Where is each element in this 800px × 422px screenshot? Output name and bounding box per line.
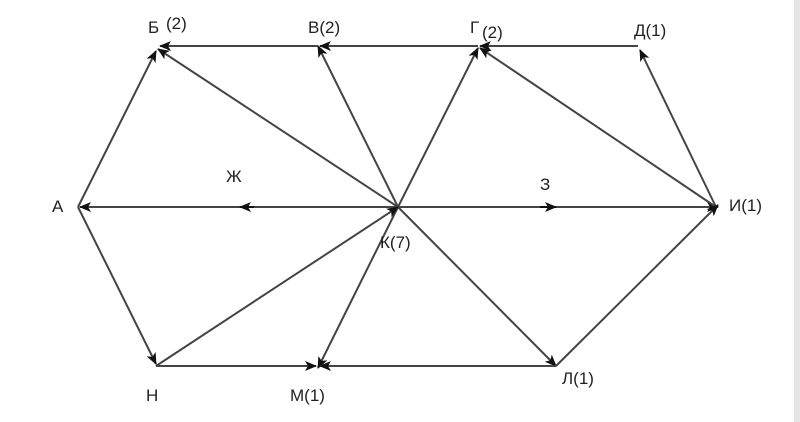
- edge-k-g: [397, 47, 479, 208]
- edge-n-k: [155, 206, 399, 367]
- label-g: Г: [470, 18, 479, 37]
- label-m: М(1): [290, 386, 325, 405]
- edge-k-m: [317, 206, 399, 369]
- edge-a-b: [77, 50, 157, 208]
- node-labels: А Б (2) В(2) Г (2) Д(1) И(1) К(7) Ж З Н …: [52, 14, 762, 405]
- edge-i-g: [479, 47, 717, 208]
- edge-l-i: [555, 204, 719, 367]
- label-z: З: [540, 175, 550, 194]
- label-v: В(2): [308, 18, 340, 37]
- edge-k-b: [157, 48, 399, 208]
- scrollbar-strip: [794, 0, 800, 422]
- edge-a-n: [77, 206, 157, 365]
- label-g-count: (2): [482, 23, 503, 42]
- label-k: К(7): [380, 233, 411, 252]
- label-l: Л(1): [562, 369, 594, 388]
- label-d: Д(1): [634, 21, 666, 40]
- edges: [77, 41, 719, 371]
- label-b-count: (2): [166, 14, 187, 33]
- label-a: А: [52, 197, 64, 216]
- label-b: Б: [148, 18, 159, 37]
- label-n: Н: [146, 386, 158, 405]
- edge-k-v: [317, 45, 399, 208]
- edge-k-l: [397, 206, 557, 367]
- edge-i-d: [639, 49, 717, 208]
- label-i: И(1): [729, 196, 762, 215]
- label-zh: Ж: [226, 167, 242, 186]
